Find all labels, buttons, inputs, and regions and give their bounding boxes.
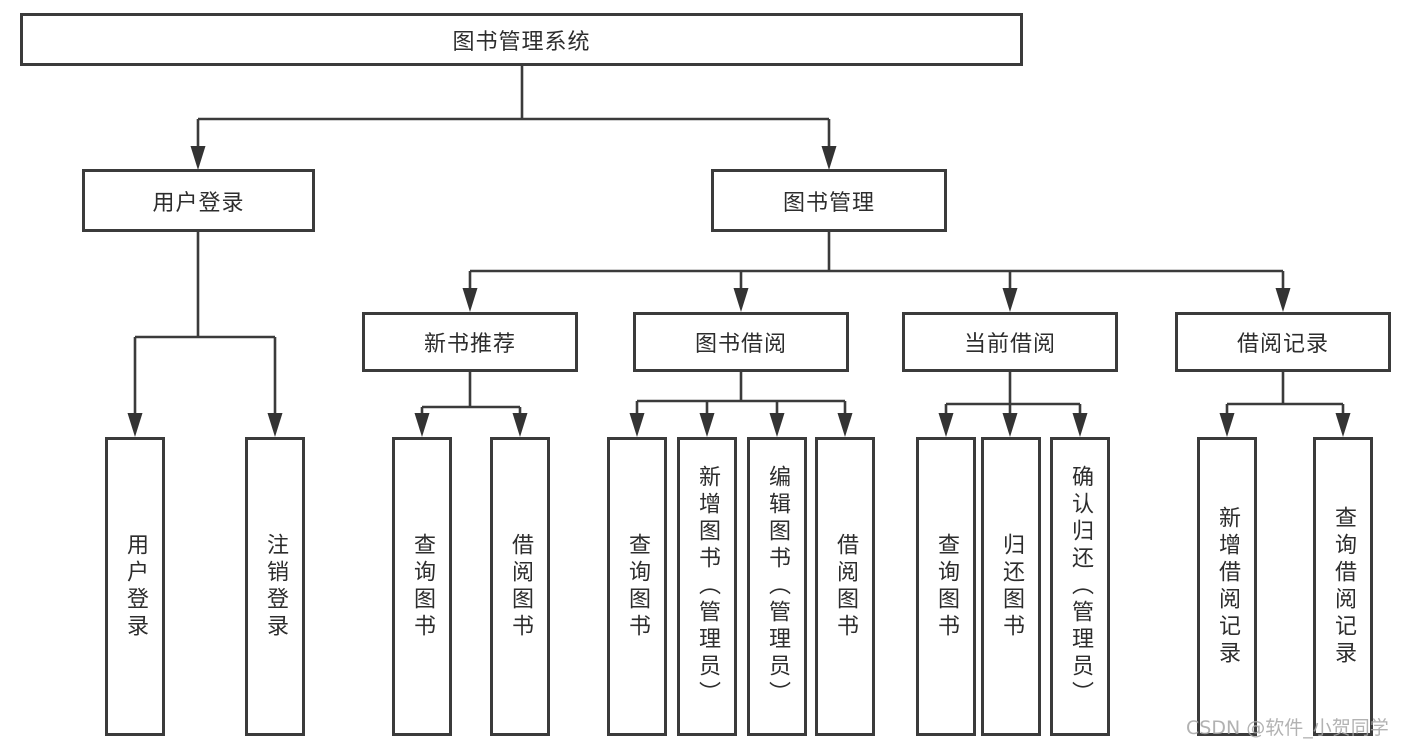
node-book-management: 图书管理 <box>711 169 947 232</box>
node-current-borrow: 当前借阅 <box>902 312 1118 372</box>
leaf-add-borrow-record: 新增借阅记录 <box>1197 437 1257 736</box>
leaf-borrow-books-2: 借阅图书 <box>815 437 875 736</box>
leaf-query-books-current: 查询图书 <box>916 437 976 736</box>
leaf-return-book: 归还图书 <box>981 437 1041 736</box>
node-book-borrow: 图书借阅 <box>633 312 849 372</box>
node-user-login: 用户登录 <box>82 169 315 232</box>
leaf-query-borrow-record: 查询借阅记录 <box>1313 437 1373 736</box>
leaf-logout: 注销登录 <box>245 437 305 736</box>
node-borrow-records: 借阅记录 <box>1175 312 1391 372</box>
csdn-watermark: CSDN @软件_小贺同学 <box>1186 717 1389 739</box>
node-new-book-recommend: 新书推荐 <box>362 312 578 372</box>
leaf-query-books-borrow: 查询图书 <box>607 437 667 736</box>
leaf-add-book-admin: 新增图书（管理员） <box>677 437 737 736</box>
leaf-user-login: 用户登录 <box>105 437 165 736</box>
leaf-borrow-books-recommend: 借阅图书 <box>490 437 550 736</box>
node-library-management-system: 图书管理系统 <box>20 13 1023 66</box>
leaf-query-books-recommend: 查询图书 <box>392 437 452 736</box>
leaf-edit-book-admin: 编辑图书（管理员） <box>747 437 807 736</box>
leaf-confirm-return-admin: 确认归还（管理员） <box>1050 437 1110 736</box>
